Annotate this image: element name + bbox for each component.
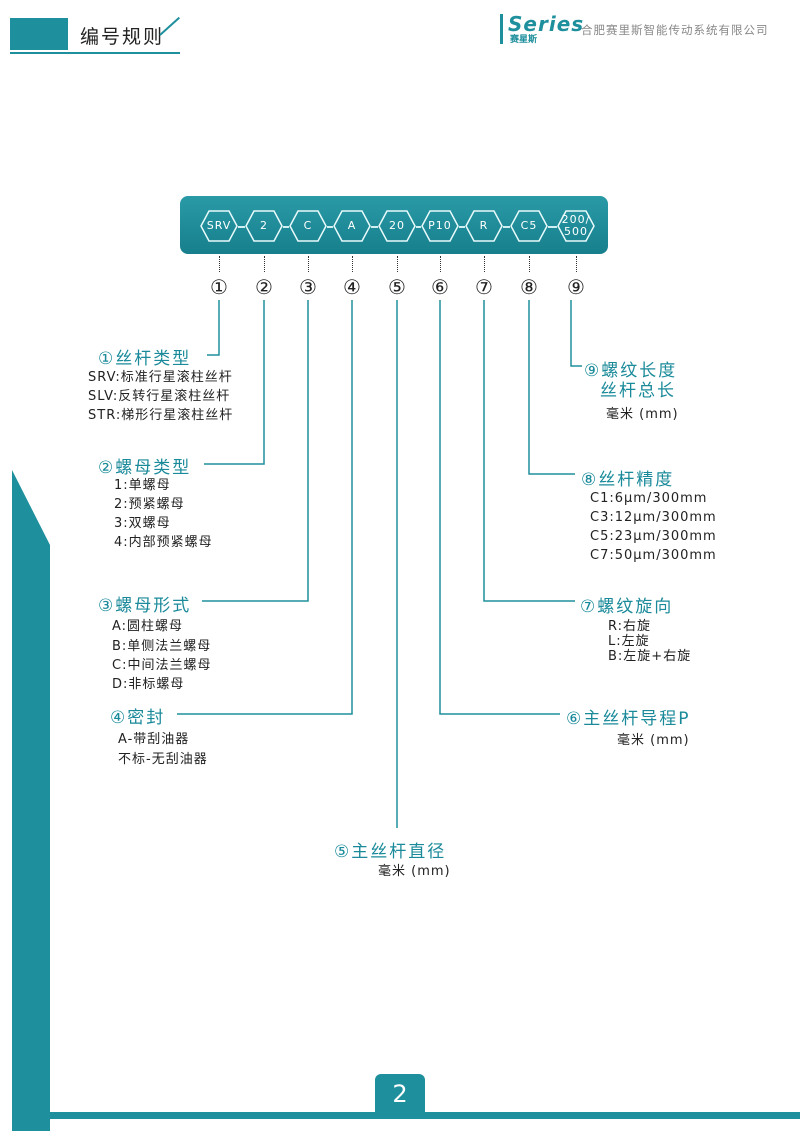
dotted-guide — [308, 256, 309, 272]
field-4-item: 不标-无刮油器 — [118, 752, 208, 767]
field-3-item: B:单侧法兰螺母 — [112, 639, 212, 654]
segment-connector — [416, 226, 421, 228]
code-bar — [180, 196, 608, 254]
field-4-item: A-带刮油器 — [118, 732, 190, 747]
page-title: 编号规则 — [80, 26, 165, 48]
dotted-guide — [576, 256, 577, 272]
field-title-6: ⑥主丝杆导程P — [566, 709, 691, 729]
field-5-item: 毫米 (mm) — [378, 864, 451, 879]
code-segment: C5 — [510, 210, 548, 242]
field-title-9: ⑨螺纹长度 — [584, 361, 678, 381]
field-3-item: C:中间法兰螺母 — [112, 658, 212, 673]
brand-divider — [500, 14, 503, 44]
field-8-item: C7:50μm/300mm — [590, 548, 717, 563]
dotted-guide — [529, 256, 530, 272]
field-8-item: C3:12μm/300mm — [590, 510, 717, 525]
field-2-item: 3:双螺母 — [114, 516, 171, 531]
header-accent-bar — [10, 18, 68, 50]
segment-number-marker: ⑥ — [431, 275, 449, 299]
connector-4 — [177, 300, 353, 715]
brand-logo-subtitle: 赛星斯 — [510, 35, 538, 45]
code-segment-label: R — [479, 219, 489, 232]
dotted-guide — [397, 256, 398, 272]
code-segment-label: SRV — [206, 219, 232, 232]
field-2-item: 2:预紧螺母 — [114, 497, 185, 512]
footer-line — [40, 1112, 800, 1119]
field-title-2: ②螺母类型 — [98, 458, 192, 478]
field-7-item: L:左旋 — [608, 634, 650, 649]
field-1-item: SRV:标准行星滚柱丝杆 — [88, 370, 233, 385]
code-segment-label: P10 — [428, 219, 452, 232]
code-segment: A — [333, 210, 371, 242]
field-8-item: C5:23μm/300mm — [590, 529, 717, 544]
segment-number-marker: ① — [210, 275, 228, 299]
segment-number-marker: ② — [255, 275, 273, 299]
brand-logo: Series — [508, 12, 585, 36]
segment-connector — [548, 226, 557, 228]
dotted-guide — [440, 256, 441, 272]
code-segment-label: 200/ 500 — [561, 213, 591, 238]
page-number: 2 — [375, 1074, 425, 1114]
segment-number-marker: ⑨ — [567, 275, 585, 299]
field-2-item: 4:内部预紧螺母 — [114, 535, 213, 550]
code-segment-label: C5 — [520, 219, 538, 232]
side-decoration — [12, 470, 50, 1131]
field-title-8: ⑧丝杆精度 — [581, 470, 675, 490]
code-segment: R — [465, 210, 503, 242]
code-segment: 200/ 500 — [557, 210, 595, 242]
connector-3 — [202, 300, 309, 602]
code-segment: SRV — [200, 210, 238, 242]
dotted-guide — [219, 256, 220, 272]
field-title-4: ④密封 — [110, 708, 166, 728]
field-title-1: ①丝杆类型 — [98, 349, 192, 369]
field-2-item: 1:单螺母 — [114, 478, 171, 493]
field-title-5: ⑤主丝杆直径 — [334, 842, 447, 862]
code-segment-label: 20 — [389, 219, 405, 232]
code-segment-label: C — [303, 219, 313, 232]
code-segment: 2 — [245, 210, 283, 242]
connector-6 — [439, 300, 560, 715]
segment-connector — [283, 226, 289, 228]
segment-connector — [238, 226, 245, 228]
company-name: 合肥赛里斯智能传动系统有限公司 — [581, 23, 769, 37]
connector-2 — [204, 300, 265, 465]
segment-connector — [459, 226, 465, 228]
connector-8 — [528, 300, 575, 475]
field-9-item: 毫米 (mm) — [606, 407, 679, 422]
code-segment: 20 — [378, 210, 416, 242]
connector-1 — [207, 300, 220, 356]
segment-number-marker: ⑧ — [520, 275, 538, 299]
field-3-item: A:圆柱螺母 — [112, 619, 184, 634]
segment-connector — [503, 226, 510, 228]
dotted-guide — [352, 256, 353, 272]
dotted-guide — [264, 256, 265, 272]
connector-9 — [570, 300, 582, 367]
field-6-item: 毫米 (mm) — [617, 733, 690, 748]
segment-number-marker: ⑦ — [475, 275, 493, 299]
connector-7 — [483, 300, 575, 602]
code-segment-label: 2 — [260, 219, 268, 232]
dotted-guide — [484, 256, 485, 272]
field-title-3: ③螺母形式 — [98, 596, 192, 616]
field-8-item: C1:6μm/300mm — [590, 491, 708, 506]
code-segment: C — [289, 210, 327, 242]
segment-number-marker: ⑤ — [388, 275, 406, 299]
field-1-item: SLV:反转行星滚柱丝杆 — [88, 389, 231, 404]
segment-connector — [327, 226, 333, 228]
field-title-7: ⑦螺纹旋向 — [580, 597, 674, 617]
segment-number-marker: ④ — [343, 275, 361, 299]
field-title-9-line2: 丝杆总长 — [600, 381, 676, 401]
field-3-item: D:非标螺母 — [112, 677, 185, 692]
segment-number-marker: ③ — [299, 275, 317, 299]
code-segment: P10 — [421, 210, 459, 242]
code-segment-label: A — [347, 219, 357, 232]
field-7-item: R:右旋 — [608, 619, 652, 634]
header-underline — [10, 52, 180, 54]
segment-connector — [371, 226, 378, 228]
field-7-item: B:左旋+右旋 — [608, 649, 692, 664]
field-1-item: STR:梯形行星滚柱丝杆 — [88, 408, 234, 423]
